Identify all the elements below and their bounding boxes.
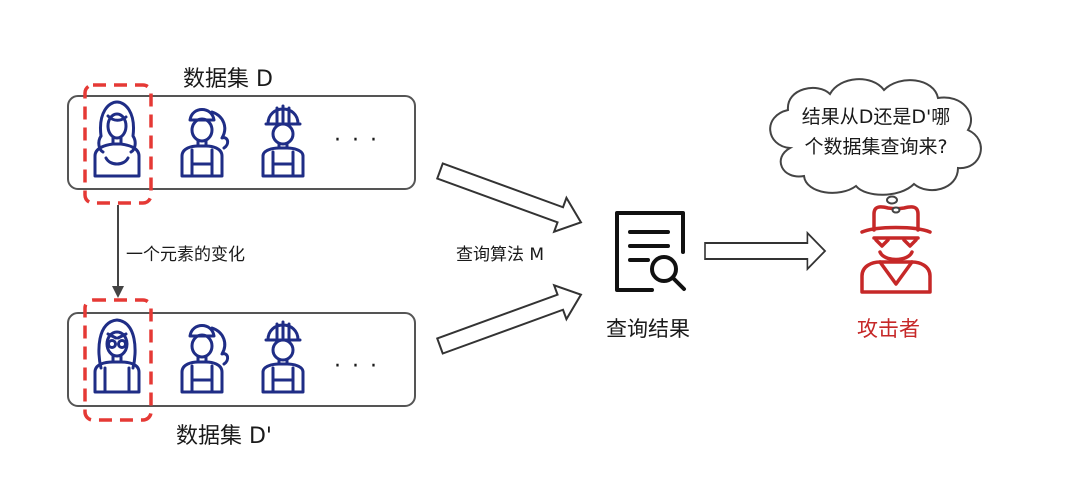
person-glasses-icon	[93, 318, 141, 394]
person-helmet-icon	[261, 104, 305, 178]
thought-cloud	[769, 78, 982, 214]
dataset-d-box	[67, 95, 416, 190]
arrow-d-to-query	[432, 153, 589, 241]
dataset-d-prime-ellipsis: · · ·	[334, 354, 379, 379]
document-search-icon	[615, 211, 686, 292]
change-arrow	[112, 205, 124, 298]
arrow-d-prime-to-query	[432, 276, 589, 364]
thought-line-2: 个数据集查询来?	[804, 136, 948, 158]
dataset-d-ellipsis: · · ·	[334, 128, 379, 153]
query-result-label: 查询结果	[606, 317, 690, 341]
change-label: 一个元素的变化	[126, 245, 245, 265]
dataset-d-highlight	[83, 83, 153, 205]
person-female-icon	[93, 100, 141, 178]
attacker-label: 攻击者	[857, 317, 920, 341]
dataset-d-title: 数据集 D	[183, 67, 273, 92]
person-helmet-icon	[261, 320, 305, 394]
dataset-d-prime-box	[67, 312, 416, 407]
query-algorithm-label: 查询算法 M	[456, 245, 545, 265]
attacker-spy-icon	[860, 205, 932, 294]
person-ponytail-icon	[180, 108, 230, 178]
person-ponytail-icon	[180, 324, 230, 394]
thought-line-1: 结果从D还是D'哪	[801, 106, 951, 128]
dataset-d-prime-title: 数据集 D'	[176, 424, 272, 449]
arrow-result-to-attacker	[704, 232, 826, 270]
dataset-d-prime-highlight	[83, 298, 153, 422]
thought-bubble-text: 结果从D还是D'哪 个数据集查询来?	[761, 102, 991, 162]
